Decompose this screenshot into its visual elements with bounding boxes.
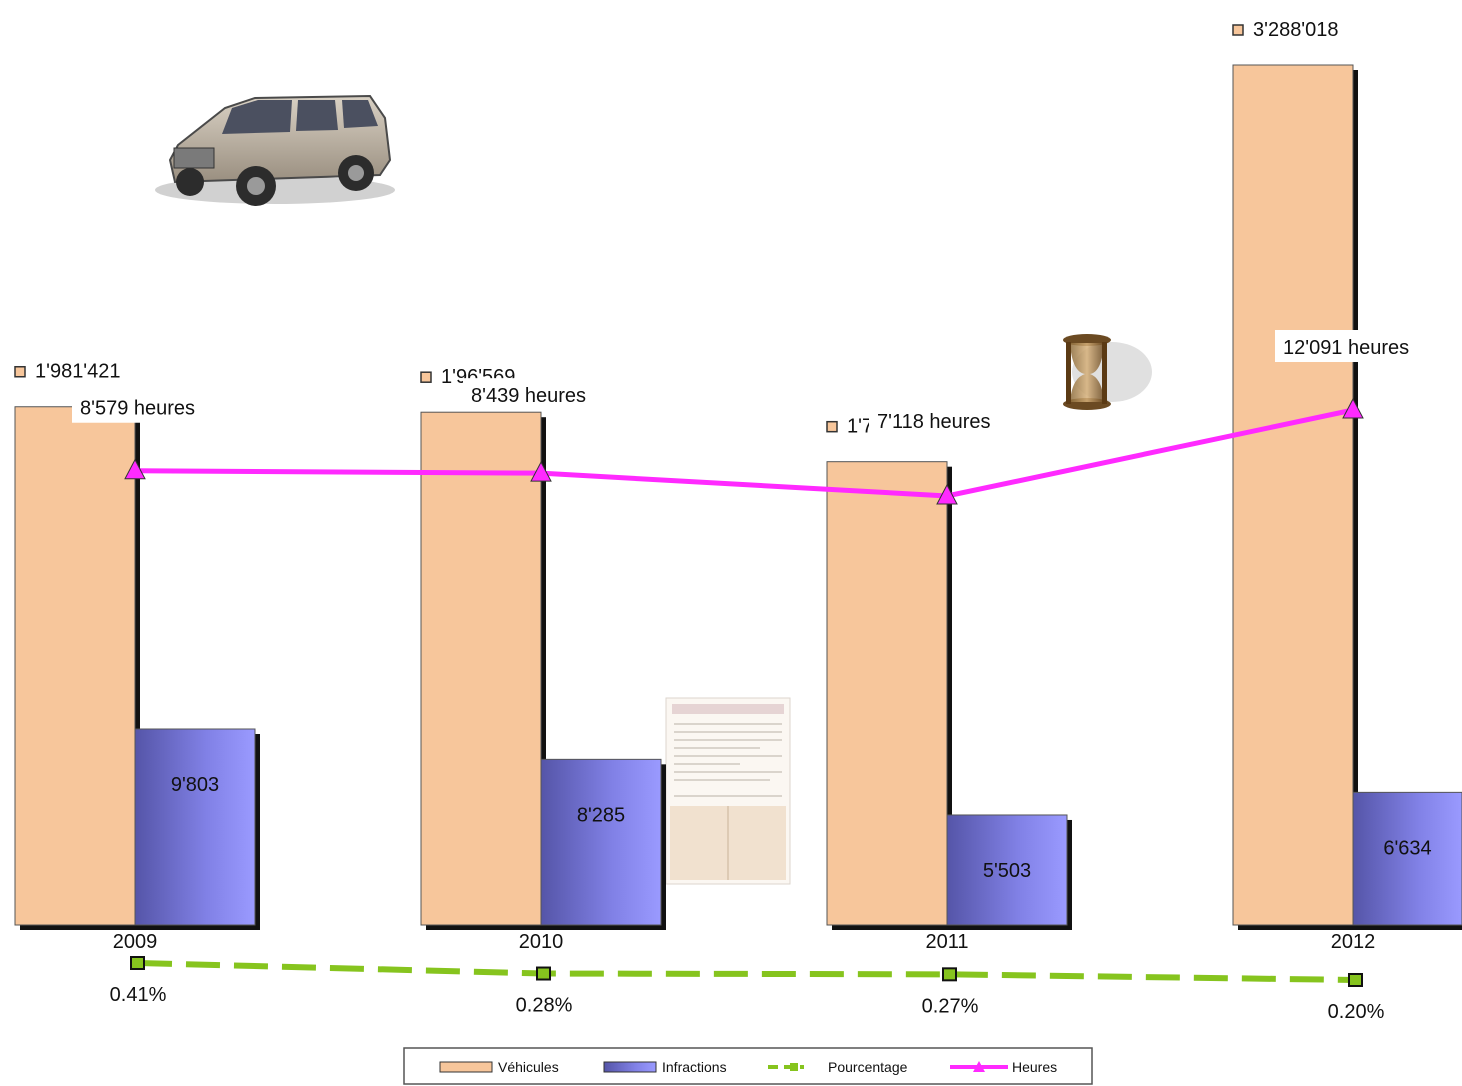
pourcentage-point-2011 [942,967,957,982]
heures-label-bg [72,390,222,423]
heures-line [134,407,1354,499]
infractions-bar-2009 [134,728,256,926]
vehicules-value-label-2012: 3'288'018 [1253,19,1339,41]
legend-label-pourcentage: Pourcentage [828,1059,908,1075]
heures-label-bg [1275,330,1425,362]
infractions-value-label-2010: 8'285 [577,804,625,826]
vehicules-bar-2010 [420,411,542,926]
pourcentage-label-2009: 0.41% [110,984,167,1006]
vehicules-label-marker [1232,24,1244,36]
category-label-2012: 2012 [1331,931,1376,953]
vehicules-bar-2011 [826,461,948,926]
vehicules-label-marker [826,420,838,433]
pourcentage-label-2012: 0.20% [1328,1001,1385,1023]
hourglass-icon [1063,334,1152,410]
pourcentage-point-2012 [1348,973,1363,987]
vehicules-label-marker [420,371,432,383]
infractions-value-label-2009: 9'803 [171,774,219,796]
heures-label-bg [463,378,613,411]
category-label-2011: 2011 [925,931,968,953]
legend-label-infractions: Infractions [662,1059,727,1075]
legend-swatch-infractions [603,1061,657,1073]
heures-point-2009 [124,458,146,480]
pourcentage-line [137,960,1357,983]
heures-label-2009: 8'579 heures [80,398,195,420]
category-label-2009: 2009 [113,931,158,953]
legend-marker-pourcentage [790,1063,798,1071]
car-icon [155,94,395,206]
pourcentage-point-2010 [536,966,551,981]
legend: Véhicules Infractions Pourcentage Heures [403,1047,1093,1085]
legend-label-heures: Heures [1012,1059,1057,1075]
document-icon [665,697,791,885]
infractions-bar-2010 [540,758,662,926]
pourcentage-label-2011: 0.27% [922,995,979,1017]
legend-label-vehicules: Véhicules [498,1059,559,1075]
vehicules-label-marker [14,365,26,378]
heures-point-2011 [936,483,958,505]
heures-label-bg [869,404,1019,436]
infractions-value-label-2011: 5'503 [983,860,1031,882]
infractions-bar-2011 [946,814,1068,926]
infractions-value-label-2012: 6'634 [1383,837,1431,859]
legend-swatch-vehicules [439,1061,493,1073]
pourcentage-label-2010: 0.28% [516,995,573,1017]
heures-point-2010 [530,461,552,482]
infractions-bar-2012 [1352,791,1462,926]
heures-label-2010: 8'439 heures [471,385,586,407]
vehicules-value-label-2009: 1'981'421 [35,361,121,383]
vehicules-bar-2009 [14,406,136,926]
legend-marker-heures [973,1061,985,1072]
heures-point-2012 [1342,397,1364,419]
vehicules-bar-2012 [1232,64,1354,926]
heures-label-2012: 12'091 heures [1283,337,1409,359]
heures-label-2011: 7'118 heures [877,411,991,433]
category-label-2010: 2010 [519,931,564,953]
pourcentage-point-2009 [130,956,145,970]
